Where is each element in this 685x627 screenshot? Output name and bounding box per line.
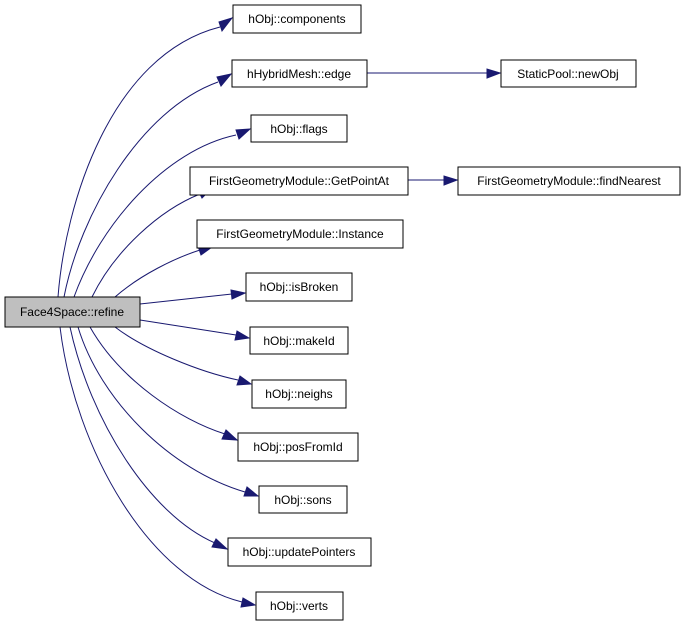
node-neighs-label: hObj::neighs bbox=[265, 387, 332, 401]
node-getPointAt[interactable]: FirstGeometryModule::GetPointAt bbox=[189, 166, 409, 196]
node-newObj[interactable]: StaticPool::newObj bbox=[500, 59, 637, 88]
edge-edge-to-newObj-arrow bbox=[486, 68, 502, 79]
edge-root-to-isBroken-arrow bbox=[230, 289, 247, 300]
node-flags-label: hObj::flags bbox=[270, 122, 327, 136]
node-flags[interactable]: hObj::flags bbox=[250, 114, 348, 143]
edge-root-to-posFromId-arrow bbox=[221, 429, 239, 441]
nodes-layer: Face4Space::refine hObj::components hHyb… bbox=[4, 4, 681, 621]
edge-root-to-edge bbox=[63, 81, 219, 298]
node-components-label: hObj::components bbox=[248, 12, 345, 26]
edge-root-to-updatePointers bbox=[69, 326, 216, 544]
edge-root-to-flags bbox=[73, 134, 237, 298]
node-sons[interactable]: hObj::sons bbox=[258, 485, 348, 514]
edge-root-to-neighs-arrow bbox=[236, 375, 253, 386]
node-findNearest-label: FirstGeometryModule::findNearest bbox=[477, 174, 661, 188]
edge-root-to-isBroken bbox=[139, 293, 233, 305]
node-edge[interactable]: hHybridMesh::edge bbox=[231, 59, 368, 88]
node-edge-label: hHybridMesh::edge bbox=[247, 67, 351, 81]
edge-root-to-sons bbox=[77, 326, 246, 493]
node-makeId[interactable]: hObj::makeId bbox=[249, 326, 349, 355]
edge-root-to-makeId-arrow bbox=[234, 330, 251, 341]
node-instance-label: FirstGeometryModule::Instance bbox=[216, 227, 384, 241]
node-updatePointers[interactable]: hObj::updatePointers bbox=[227, 537, 372, 567]
edge-root-to-makeId bbox=[139, 319, 237, 336]
node-instance[interactable]: FirstGeometryModule::Instance bbox=[196, 219, 404, 249]
edge-root-to-instance bbox=[114, 249, 201, 298]
edge-root-to-verts-arrow bbox=[240, 597, 257, 608]
edge-root-to-components-arrow bbox=[218, 17, 234, 33]
edge-root-to-getPointAt bbox=[91, 193, 201, 298]
node-components[interactable]: hObj::components bbox=[232, 4, 362, 34]
node-root[interactable]: Face4Space::refine bbox=[4, 296, 141, 328]
node-neighs[interactable]: hObj::neighs bbox=[251, 379, 347, 409]
edge-getPointAt-to-findNearest-arrow bbox=[443, 175, 459, 186]
node-sons-label: hObj::sons bbox=[274, 493, 331, 507]
node-updatePointers-label: hObj::updatePointers bbox=[243, 545, 356, 559]
node-makeId-label: hObj::makeId bbox=[263, 334, 334, 348]
edge-root-to-sons-arrow bbox=[243, 486, 260, 497]
node-verts-label: hObj::verts bbox=[270, 599, 328, 613]
node-newObj-label: StaticPool::newObj bbox=[517, 67, 618, 81]
edges-layer bbox=[57, 17, 502, 608]
node-posFromId-label: hObj::posFromId bbox=[253, 440, 342, 454]
edge-root-to-neighs bbox=[114, 326, 239, 381]
node-root-label: Face4Space::refine bbox=[20, 305, 124, 319]
edge-root-to-edge-arrow bbox=[216, 73, 233, 87]
edge-root-to-components bbox=[57, 26, 221, 298]
node-isBroken-label: hObj::isBroken bbox=[260, 280, 339, 294]
edge-root-to-verts bbox=[59, 326, 243, 603]
edge-root-to-flags-arrow bbox=[235, 128, 252, 140]
node-findNearest[interactable]: FirstGeometryModule::findNearest bbox=[457, 166, 681, 196]
node-getPointAt-label: FirstGeometryModule::GetPointAt bbox=[209, 174, 390, 188]
node-verts[interactable]: hObj::verts bbox=[255, 591, 344, 621]
edge-root-to-posFromId bbox=[89, 326, 226, 435]
edge-root-to-updatePointers-arrow bbox=[211, 538, 229, 550]
node-isBroken[interactable]: hObj::isBroken bbox=[245, 272, 353, 302]
node-posFromId[interactable]: hObj::posFromId bbox=[237, 432, 359, 462]
